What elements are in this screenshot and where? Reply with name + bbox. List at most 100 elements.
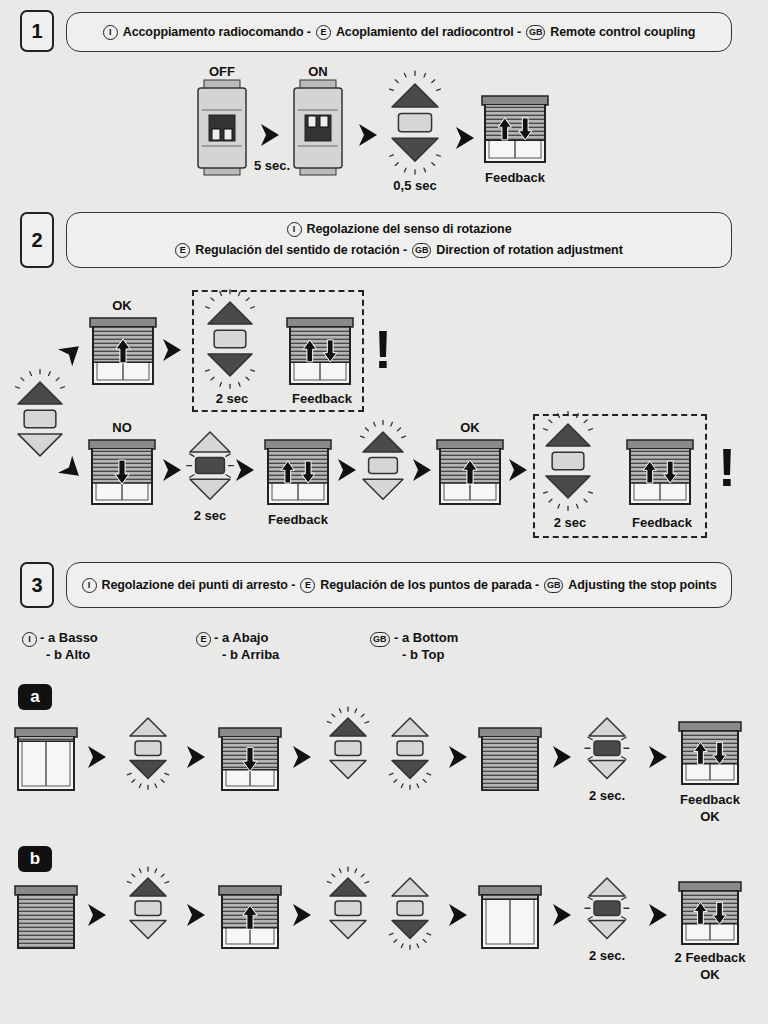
stop-point-legend: - b Arriba [222, 647, 279, 662]
circuit-breaker [198, 80, 246, 175]
step-arrow [187, 904, 205, 926]
glow-ray [622, 917, 626, 920]
header-text-row: IRegolazione del senso di rotazioneERegu… [77, 221, 721, 259]
remote-control [187, 432, 234, 499]
glow-ray [391, 422, 393, 426]
down-button [330, 921, 366, 939]
header-text: Remote control coupling [550, 24, 695, 41]
roller-shutter [219, 886, 281, 948]
glow-ray [251, 307, 255, 308]
roller-shutter [479, 886, 541, 948]
switch-window [209, 115, 235, 141]
glow-ray [56, 378, 59, 381]
step-arrow [509, 459, 527, 481]
window-mullion [509, 899, 511, 944]
variant-letter: a [30, 687, 39, 707]
glow-ray [585, 748, 590, 749]
roller-shutter [479, 728, 541, 790]
remote-control [389, 878, 430, 949]
step-arrow [58, 338, 86, 366]
step-caption: Feedback [292, 391, 352, 406]
step-label: 0,5 sec [393, 178, 436, 193]
glow-ray [155, 869, 157, 873]
step-group-box: 2 secFeedback [192, 290, 364, 412]
switch-lever [212, 129, 220, 140]
glow-ray [437, 89, 441, 90]
shutter-slats [683, 891, 737, 924]
shutter-slats [683, 731, 737, 764]
glow-ray [624, 908, 629, 909]
down-button [208, 354, 252, 376]
stop-button [214, 330, 246, 348]
stop-button [397, 741, 423, 755]
down-button [392, 761, 428, 779]
step-arrow [359, 124, 377, 146]
shutter-box [15, 728, 77, 737]
glow-ray [339, 869, 341, 873]
stop-point-legend: - b Top [402, 647, 444, 662]
remote-control [206, 290, 255, 389]
down-button [546, 476, 590, 498]
shutter-bottom-bar [631, 482, 689, 484]
up-button [546, 424, 590, 446]
window-frame [93, 327, 153, 384]
glow-ray [161, 874, 164, 877]
remote-control [127, 718, 168, 789]
roller-shutter [90, 318, 156, 384]
glow-ray [361, 714, 364, 717]
window-frame [290, 327, 350, 384]
glow-ray [211, 377, 214, 380]
shutter-box [15, 886, 77, 895]
step-label: 5 sec. [254, 158, 290, 173]
glow-ray [589, 492, 593, 493]
glow-ray [437, 155, 441, 156]
shutter-slats [94, 327, 152, 362]
step-label: 2 Feedback [675, 950, 746, 965]
circuit-breaker [294, 80, 342, 175]
glow-ray [139, 784, 141, 788]
glow-ray [395, 163, 398, 166]
glow-ray [427, 773, 431, 774]
glow-ray [394, 940, 397, 943]
glow-ray [360, 436, 364, 437]
roller-shutter [15, 728, 77, 790]
shutter-box [482, 96, 548, 105]
up-button [392, 878, 428, 896]
window-frame [485, 105, 545, 162]
glow-ray [549, 420, 552, 423]
glow-ray [246, 298, 249, 301]
step-label: 2 sec [194, 508, 227, 523]
glow-ray [127, 773, 131, 774]
glow-ray [423, 780, 426, 783]
shutter-bottom-bar [269, 482, 327, 484]
header-text-row: IRegolazione dei punti di arresto -ERegu… [82, 577, 717, 594]
shutter-box [89, 440, 155, 449]
header-text: Regolazione dei punti di arresto - [102, 577, 296, 594]
glow-ray [423, 940, 426, 943]
stop-point-legend: - a Basso [40, 630, 98, 645]
warning-mark: ! [718, 440, 736, 494]
stop-button [335, 901, 361, 915]
glow-ray [585, 908, 590, 909]
glow-ray [417, 944, 419, 948]
motion-arrow [498, 118, 511, 140]
step-label: OFF [209, 64, 235, 79]
window-frame [482, 737, 538, 790]
glow-ray [332, 874, 335, 877]
breaker-ridge [202, 146, 242, 147]
glow-ray [30, 372, 32, 376]
roller-shutter [679, 722, 741, 784]
glow-ray [132, 874, 135, 877]
step-arrow [649, 904, 667, 926]
window-frame [630, 449, 690, 504]
step-label: Feedback [680, 792, 740, 807]
step-arrow [187, 746, 205, 768]
variant-tag: a [18, 684, 52, 710]
step-label: OK [460, 420, 480, 435]
motion-arrow [664, 461, 677, 483]
language-badge: GB [412, 243, 431, 258]
step-arrow [261, 124, 279, 146]
motion-arrow [694, 902, 707, 924]
glow-ray [327, 882, 331, 883]
